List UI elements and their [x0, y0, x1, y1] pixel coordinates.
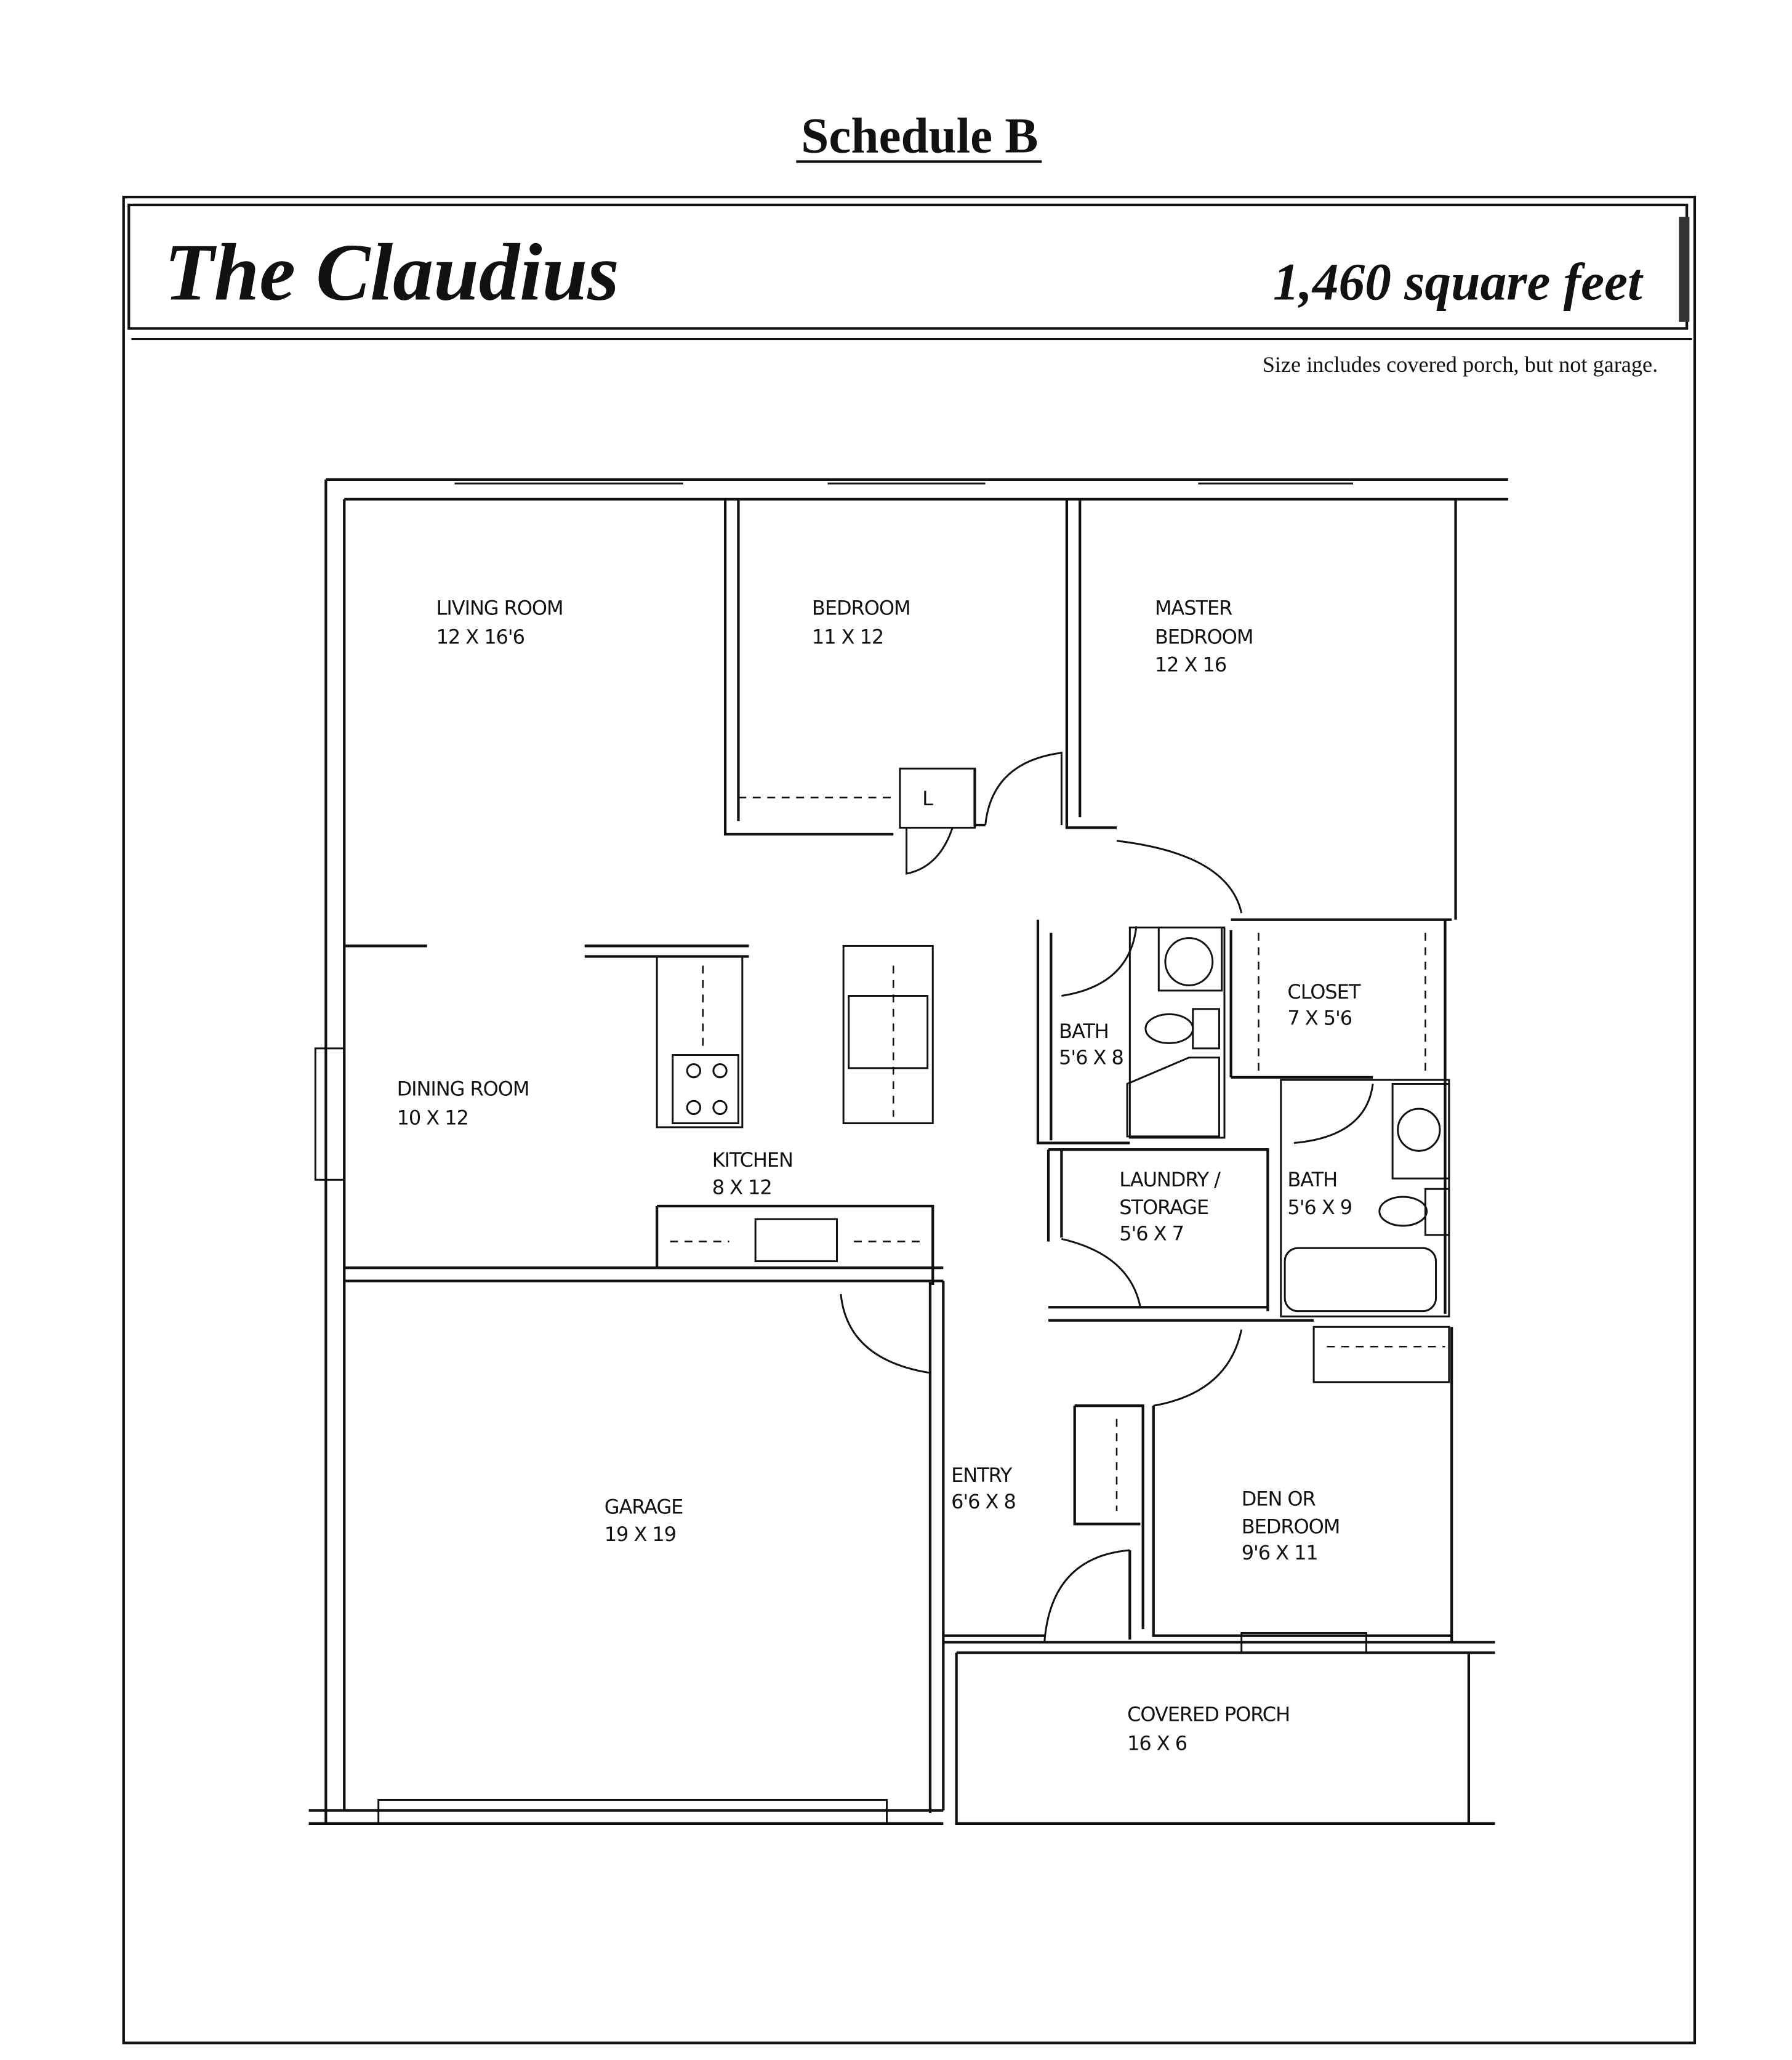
bath2-label: BATH	[1287, 1168, 1337, 1191]
schedule-title: Schedule B	[801, 108, 1038, 164]
entry-size: 6'6 X 8	[951, 1490, 1016, 1513]
laundry-size: 5'6 X 7	[1119, 1221, 1184, 1245]
bedroom-label: BEDROOM	[812, 597, 910, 620]
dining-room-size: 10 X 12	[397, 1106, 468, 1130]
bedroom-size: 11 X 12	[812, 626, 883, 649]
porch-label: COVERED PORCH	[1127, 1702, 1290, 1726]
plan-name: The Claudius	[164, 227, 619, 318]
master-bedroom-label-line1: MASTER	[1155, 597, 1232, 620]
closet-label: CLOSET	[1287, 980, 1360, 1004]
dining-room-label: DINING ROOM	[397, 1077, 529, 1101]
master-bedroom-label: BEDROOM	[1155, 626, 1253, 649]
kitchen-label: KITCHEN	[712, 1148, 793, 1172]
master-bedroom-size: 12 X 16	[1155, 653, 1226, 676]
garage-label: GARAGE	[605, 1495, 683, 1518]
square-feet: 1,460 square feet	[1273, 254, 1644, 312]
bath2-size: 5'6 X 9	[1287, 1196, 1352, 1219]
entry-label: ENTRY	[951, 1463, 1013, 1487]
kitchen-size: 8 X 12	[712, 1176, 772, 1199]
den-label-line1: DEN OR	[1242, 1487, 1316, 1510]
linen-closet-mark: L	[922, 787, 933, 810]
garage-size: 19 X 19	[605, 1523, 676, 1546]
porch-size: 16 X 6	[1127, 1731, 1187, 1755]
floor-plan	[308, 478, 1508, 1825]
bath1-label: BATH	[1059, 1020, 1109, 1043]
laundry-label-line1: LAUNDRY /	[1119, 1168, 1221, 1191]
living-room-label: LIVING ROOM	[436, 597, 563, 620]
living-room-size: 12 X 16'6	[436, 626, 524, 649]
laundry-label: STORAGE	[1119, 1196, 1208, 1219]
page-frame	[122, 195, 1697, 2045]
bath1-size: 5'6 X 8	[1059, 1045, 1123, 1069]
size-note: Size includes covered porch, but not gar…	[1263, 352, 1658, 377]
closet-size: 7 X 5'6	[1287, 1006, 1352, 1029]
den-label: BEDROOM	[1242, 1515, 1340, 1538]
header-edge-mark	[1679, 217, 1690, 322]
den-size: 9'6 X 11	[1242, 1541, 1318, 1564]
